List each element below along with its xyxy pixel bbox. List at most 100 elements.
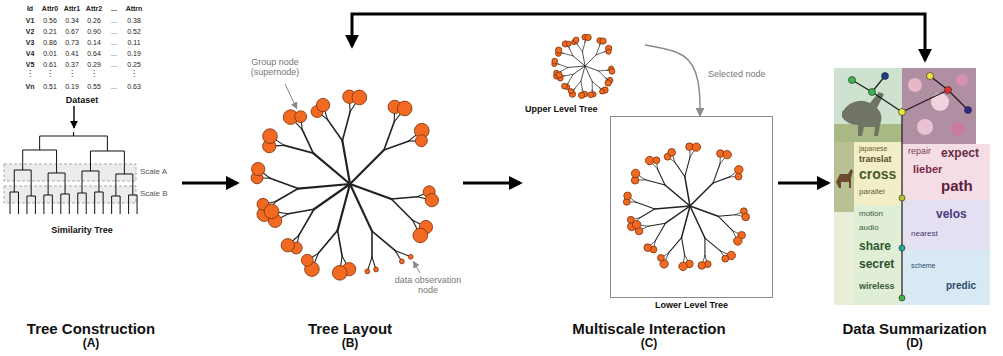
tree-dot: [899, 109, 906, 116]
dendrogram-link: [31, 170, 32, 196]
tree-node: [698, 262, 706, 270]
table-cell: 0.29: [86, 61, 102, 69]
table-cell: V5: [25, 61, 36, 69]
dendrogram-link: [111, 196, 112, 214]
tree-branch: [599, 70, 608, 72]
tree-branch: [569, 48, 573, 56]
tree-node: [413, 228, 428, 243]
tree-branch: [718, 216, 732, 230]
tree-branch: [658, 169, 665, 185]
node-label: Data Summarization: [842, 320, 986, 337]
tree-node: [566, 41, 571, 46]
table-cell: V1: [25, 17, 36, 25]
tree-node: [556, 72, 562, 78]
horse-figure: [836, 169, 853, 188]
table-cell: 0.67: [64, 28, 80, 36]
flower: [951, 122, 965, 136]
cloud-word: wireless: [858, 282, 896, 292]
cloud-word: translat: [858, 155, 893, 165]
cloud-tile: [854, 205, 902, 305]
cloud-word: predic: [945, 280, 977, 291]
table-cell: 0.90: [86, 28, 102, 36]
tree-node: [352, 90, 367, 105]
text-group: Similarity Tree: [2, 225, 162, 235]
tree-branch: [338, 184, 350, 230]
tree-branch: [563, 53, 573, 56]
table-cell: ⋮: [45, 70, 55, 79]
cloud-word: share: [858, 240, 892, 253]
tree-branch: [705, 238, 721, 251]
tree-branch: [636, 202, 655, 209]
dataset-table: Dataset: [18, 2, 146, 106]
cloud-word: repair: [907, 147, 932, 157]
text-group: Tree Layout(B): [237, 320, 463, 351]
node-label: Similarity Tree: [51, 225, 113, 235]
tree-node: [332, 265, 347, 280]
tree-branch: [665, 185, 690, 206]
dendrogram-link: [128, 195, 129, 214]
table-cell: 0.26: [86, 17, 102, 25]
tree-node: [281, 239, 294, 252]
flower: [917, 119, 933, 135]
tree-branch: [573, 56, 585, 66]
dendrogram-link: [60, 194, 61, 214]
dendrogram-link: [10, 192, 11, 214]
tree-node: [365, 269, 370, 274]
tree-node: [399, 259, 404, 264]
dendrogram-link: [86, 193, 87, 214]
tree-branch: [288, 209, 314, 214]
node-label: Multiscale Interaction: [572, 320, 725, 337]
table-cell: ...: [110, 50, 118, 58]
node-label: Tree Layout: [308, 320, 392, 337]
table-cell: 0.34: [64, 17, 80, 25]
dendrogram-link: [18, 192, 19, 214]
dendrogram-link: [48, 173, 49, 195]
tree-branch: [350, 150, 384, 184]
connector-arrow: [352, 14, 925, 60]
tree-branch: [299, 209, 314, 235]
tree-branch: [585, 66, 599, 71]
panel: Data Summarization(D): [828, 60, 1001, 352]
dendrogram-link: [120, 196, 121, 214]
callout-label: Group node (supernode): [243, 58, 307, 78]
summary-collage: [834, 68, 990, 305]
dendrogram-link: [132, 174, 133, 195]
tree-branch: [575, 81, 581, 89]
table-cell: ...: [110, 17, 118, 25]
tree-node: [585, 34, 591, 40]
tree-node: [735, 173, 742, 180]
tree-dot: [882, 73, 889, 80]
cloud-tile: [854, 142, 902, 205]
text-group: Tree Construction(A): [0, 320, 182, 351]
tree-node: [668, 148, 676, 156]
table-header: Attr2: [85, 5, 103, 13]
tree-node: [263, 129, 278, 144]
text-group: Multiscale Interaction(C): [520, 320, 778, 351]
dendrogram-link: [43, 195, 44, 214]
scale-bands: [4, 164, 136, 203]
node-label: Lower Level Tree: [655, 300, 728, 310]
tree-node: [632, 220, 640, 228]
tree-branch: [685, 157, 690, 177]
tree-branch: [581, 81, 582, 89]
dendrogram-link: [35, 196, 36, 214]
tree-node: [552, 58, 558, 64]
tree-branch: [655, 206, 690, 209]
tree-dot: [869, 89, 876, 96]
tree-node: [606, 49, 611, 54]
tree-branch: [313, 153, 350, 184]
tree-node: [609, 68, 615, 74]
tree-branch: [690, 206, 718, 216]
cloud-word: cross: [858, 167, 897, 182]
tree-branch: [596, 52, 604, 55]
node-label: (C): [641, 337, 658, 351]
dendrogram-link: [52, 195, 53, 214]
leader-line: [285, 84, 297, 109]
dendrogram-link: [107, 136, 108, 151]
table-cell: 0.19: [126, 50, 142, 58]
tree-node: [588, 92, 594, 98]
tree-node: [374, 267, 379, 272]
